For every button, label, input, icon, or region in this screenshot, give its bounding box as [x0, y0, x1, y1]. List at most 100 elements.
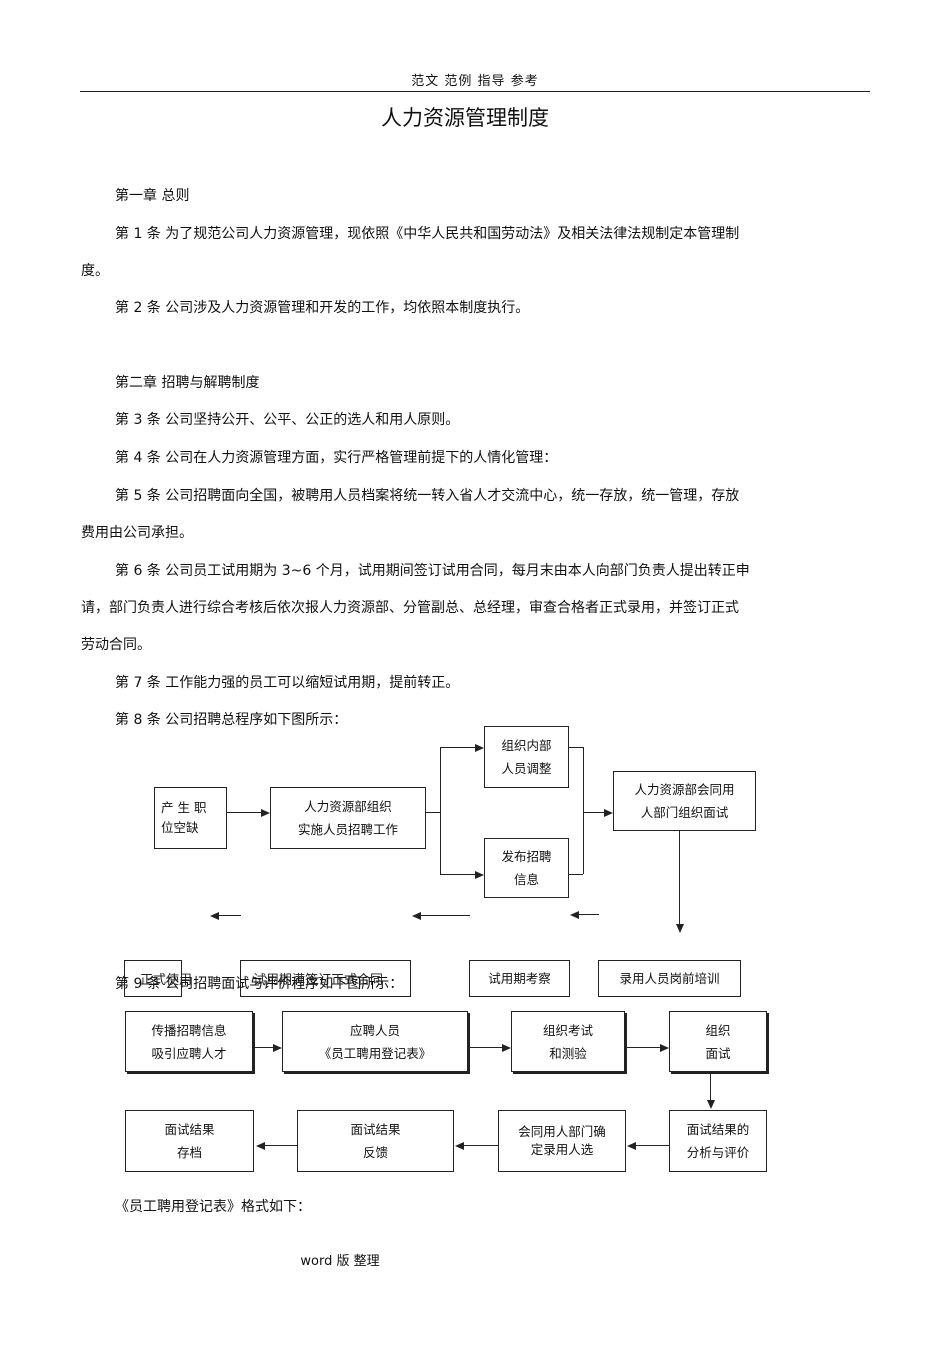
flow1-pre-training-label: 录用人员岗前培训: [619, 971, 720, 986]
flow1-connector: [440, 747, 475, 749]
flow1-formal-use-label: 正式使用: [140, 973, 193, 988]
flow2-confirm-line1: 会同用人部门确: [518, 1124, 606, 1139]
flow2-feedback-line2: 反馈: [362, 1145, 388, 1160]
flow1-arrow-down-icon: [676, 924, 684, 933]
flow1-publish-info-box: 发布招聘 信息: [484, 838, 569, 898]
flow1-interview-line2: 人部门组织面试: [640, 805, 729, 820]
article-6-line-1: 第 6 条 公司员工试用期为 3~6 个月，试用期间签订试用合同，每月末由本人向…: [115, 563, 750, 579]
article-4: 第 4 条 公司在人力资源管理方面，实行严格管理前提下的人情化管理：: [115, 450, 558, 466]
header-rule: [80, 91, 870, 92]
flow2-feedback-line1: 面试结果: [350, 1122, 401, 1137]
flow2-arrow-down-icon: [707, 1100, 715, 1109]
flow1-arrow-right-icon: [261, 809, 270, 817]
flow1-arrow-right-icon: [475, 744, 484, 752]
flow1-publish-line2: 信息: [513, 872, 539, 887]
flow1-internal-adjust-box: 组织内部 人员调整: [484, 726, 569, 788]
chapter-1-heading: 第一章 总则: [115, 188, 190, 204]
article-1-line-1: 第 1 条 为了规范公司人力资源管理，现依照《中华人民共和国劳动法》及相关法律法…: [115, 226, 740, 242]
article-2: 第 2 条 公司涉及人力资源管理和开发的工作，均依照本制度执行。: [115, 300, 530, 316]
flow1-connector: [440, 874, 475, 876]
flow2-connector: [265, 1145, 297, 1147]
article-7: 第 7 条 工作能力强的员工可以缩短试用期，提前转正。: [115, 675, 460, 691]
flow2-archive-line2: 存档: [176, 1145, 202, 1160]
flow1-connector: [583, 812, 604, 814]
flow1-connector: [583, 747, 585, 874]
page-footer: word 版 整理: [300, 1254, 380, 1269]
flow2-exam-line2: 和测验: [549, 1045, 587, 1061]
flow1-hr-organize-line2: 实施人员招聘工作: [297, 822, 398, 837]
flow1-hr-organize-line1: 人力资源部组织: [304, 799, 392, 814]
flow1-connector: [440, 747, 442, 874]
flow2-feedback-box: 面试结果 反馈: [297, 1110, 454, 1172]
flow1-vacancy-box: 产 生 职 位空缺: [154, 787, 227, 849]
flow1-pre-training-box: 录用人员岗前培训: [598, 960, 741, 997]
flow2-connector: [470, 1047, 502, 1049]
flow2-exam-line1: 组织考试: [542, 1022, 593, 1038]
flow2-spread-line2: 吸引应聘人才: [151, 1045, 227, 1061]
document-title: 人力资源管理制度: [381, 106, 549, 130]
flow1-arrow-left-icon: [412, 912, 421, 920]
flow1-connector: [421, 915, 470, 917]
flow1-internal-line2: 人员调整: [501, 761, 552, 776]
flow2-spread-line1: 传播招聘信息: [151, 1022, 227, 1038]
flow2-applicant-line2: 《员工聘用登记表》: [318, 1045, 432, 1061]
flow2-arrow-right-icon: [273, 1044, 282, 1052]
flow2-arrow-right-icon: [502, 1044, 511, 1052]
flow1-connector: [579, 914, 599, 916]
flow1-connector: [569, 874, 583, 876]
flow1-connector: [679, 831, 681, 924]
flow1-interview-line1: 人力资源部会同用: [634, 782, 735, 797]
chapter-2-heading: 第二章 招聘与解聘制度: [115, 375, 260, 391]
flow2-arrow-left-icon: [256, 1142, 265, 1150]
flow2-confirm-box: 会同用人部门确 定录用人选: [498, 1110, 626, 1172]
flow1-internal-line1: 组织内部: [501, 738, 552, 753]
article-3: 第 3 条 公司坚持公开、公平、公正的选人和用人原则。: [115, 412, 460, 428]
flow2-applicant-box: 应聘人员 《员工聘用登记表》: [282, 1011, 468, 1072]
flow1-probation-contract-box: [240, 960, 411, 997]
flow2-arrow-right-icon: [660, 1044, 669, 1052]
flow2-connector: [464, 1145, 498, 1147]
flow2-spread-info-box: 传播招聘信息 吸引应聘人才: [125, 1011, 253, 1072]
flow1-arrow-left-icon: [210, 912, 219, 920]
flow2-exam-box: 组织考试 和测验: [511, 1011, 625, 1072]
flow2-analysis-line1: 面试结果的: [686, 1122, 750, 1137]
flow2-interview-line2: 面试: [705, 1045, 731, 1061]
flow1-arrow-right-icon: [475, 871, 484, 879]
article-5-line-2: 费用由公司承担。: [81, 525, 193, 541]
flow1-hr-organize-box: 人力资源部组织 实施人员招聘工作: [270, 787, 426, 849]
flow1-probation-contract-label: 试用期满签订正式合同: [253, 973, 384, 988]
flow1-connector: [569, 747, 583, 749]
flow2-arrow-left-icon: [627, 1142, 636, 1150]
flow2-interview-line1: 组织: [705, 1022, 731, 1038]
flow2-analysis-box: 面试结果的 分析与评价: [669, 1110, 767, 1172]
flow1-arrow-left-icon: [570, 911, 579, 919]
flow1-interview-box: 人力资源部会同用 人部门组织面试: [613, 771, 756, 831]
flow2-arrow-left-icon: [455, 1142, 464, 1150]
flow2-connector: [255, 1047, 273, 1049]
flow1-vacancy-label: 产 生 职 位空缺: [161, 800, 207, 835]
article-6-line-3: 劳动合同。: [81, 637, 151, 653]
flow2-connector: [627, 1047, 660, 1049]
flow2-archive-line1: 面试结果: [164, 1122, 215, 1137]
flow2-confirm-line2: 定录用人选: [530, 1142, 594, 1157]
flow1-formal-use-box: [124, 960, 182, 997]
flow2-applicant-line1: 应聘人员: [349, 1022, 400, 1038]
article-5-line-1: 第 5 条 公司招聘面向全国，被聘用人员档案将统一转入省人才交流中心，统一存放，…: [115, 488, 740, 504]
flow1-probation-review-box: 试用期考察: [469, 960, 570, 997]
flow2-connector: [710, 1074, 712, 1100]
flow2-analysis-line2: 分析与评价: [686, 1145, 750, 1160]
flow1-arrow-right-icon: [604, 809, 613, 817]
form-note: 《员工聘用登记表》格式如下：: [115, 1199, 311, 1215]
article-1-line-2: 度。: [81, 263, 109, 279]
flow2-archive-box: 面试结果 存档: [125, 1110, 254, 1172]
article-6-line-2: 请，部门负责人进行综合考核后依次报人力资源部、分管副总、总经理，审查合格者正式录…: [81, 600, 739, 616]
flow1-probation-review-label: 试用期考察: [488, 971, 551, 986]
flow1-publish-line1: 发布招聘: [501, 849, 552, 864]
flow1-connector: [219, 915, 241, 917]
article-9: 第 9 条 公司招聘面试与评价程序如下图所示：: [115, 976, 404, 992]
page-header: 范文 范例 指导 参考: [411, 74, 539, 89]
flow2-connector: [636, 1145, 669, 1147]
flow1-connector: [426, 812, 440, 814]
flow1-connector: [227, 812, 261, 814]
flow2-interview-box: 组织 面试: [669, 1011, 767, 1072]
